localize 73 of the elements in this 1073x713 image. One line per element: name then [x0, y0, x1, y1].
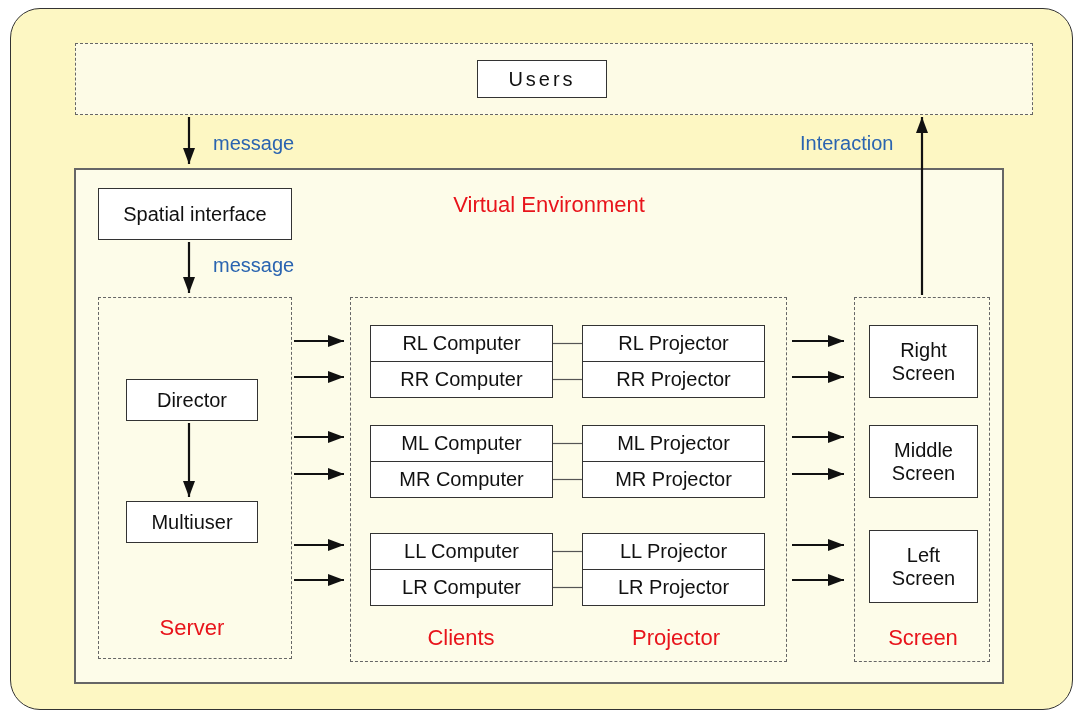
node-label: Multiuser [151, 510, 233, 534]
process-box [582, 361, 765, 398]
node-label: Left Screen [890, 543, 957, 590]
arrow [183, 117, 195, 164]
arrow [294, 539, 344, 551]
process-box [869, 325, 978, 398]
arrow [294, 335, 344, 347]
process-box [582, 533, 765, 570]
arrow [792, 431, 844, 443]
group-title: Projector [632, 625, 720, 651]
arrow [792, 335, 844, 347]
node-label: Spatial interface [123, 202, 267, 226]
dashed-group [350, 297, 787, 662]
arrow [294, 431, 344, 443]
process-box [582, 461, 765, 498]
arrow [916, 117, 928, 295]
arrow [183, 423, 195, 497]
node-label: LL Projector [619, 540, 728, 563]
group-title: Virtual Environment [453, 192, 645, 218]
arrow [294, 574, 344, 586]
connector-line [552, 550, 583, 553]
arrow [792, 371, 844, 383]
process-box [126, 379, 258, 421]
node-label: RR Computer [400, 368, 523, 391]
dashed-group [854, 297, 990, 662]
environment-panel [74, 168, 1004, 684]
node-label: ML Projector [617, 432, 730, 455]
node-label: Users [508, 67, 576, 91]
process-box [370, 361, 553, 398]
node-label: LL Computer [404, 540, 519, 563]
node-label: RL Computer [402, 332, 521, 355]
group-title: Clients [427, 625, 495, 651]
group-title: Server [159, 615, 225, 641]
process-box [582, 425, 765, 462]
process-box [869, 530, 978, 603]
process-box [582, 569, 765, 606]
node-label: LR Computer [402, 576, 521, 599]
dashed-group [98, 297, 292, 659]
process-box [370, 325, 553, 362]
node-label: RR Projector [616, 368, 731, 391]
process-box [370, 461, 553, 498]
arrow [792, 539, 844, 551]
arrow [792, 574, 844, 586]
node-label: Director [157, 388, 227, 412]
node-label: Middle Screen [890, 438, 957, 485]
node-label: MR Computer [399, 468, 524, 491]
arrow [294, 468, 344, 480]
edge-label: message [213, 131, 295, 155]
node-label: Right Screen [890, 338, 957, 385]
process-box [370, 569, 553, 606]
process-box [582, 325, 765, 362]
connector-line [552, 378, 583, 381]
connector-line [552, 586, 583, 589]
connector-line [552, 442, 583, 445]
edge-label: Interaction [800, 131, 894, 155]
node-label: LR Projector [617, 576, 730, 599]
connector-line [552, 342, 583, 345]
arrow [792, 468, 844, 480]
process-box [370, 533, 553, 570]
process-box [869, 425, 978, 498]
arrow [183, 242, 195, 293]
process-box [477, 60, 607, 98]
process-box [126, 501, 258, 543]
process-box [98, 188, 292, 240]
node-label: ML Computer [401, 432, 522, 455]
connector-line [552, 478, 583, 481]
group-title: Screen [888, 625, 958, 651]
process-box [370, 425, 553, 462]
node-label: MR Projector [615, 468, 732, 491]
node-label: RL Projector [618, 332, 729, 355]
edge-label: message [213, 253, 295, 277]
arrow [294, 371, 344, 383]
dashed-region [75, 43, 1033, 115]
